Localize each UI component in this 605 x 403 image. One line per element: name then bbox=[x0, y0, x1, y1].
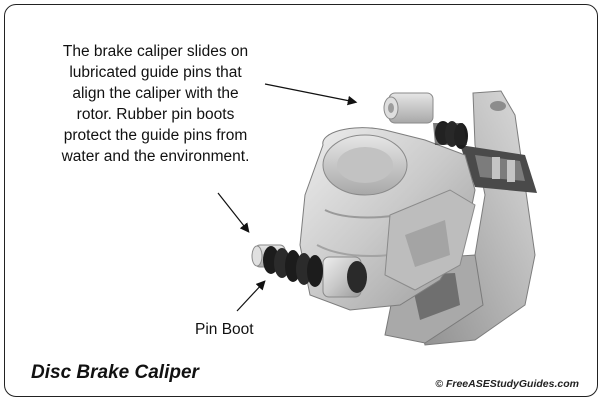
caption-line: align the caliper with the bbox=[72, 85, 239, 102]
diagram-frame: The brake caliper slides on lubricated g… bbox=[4, 4, 598, 397]
caption-text: The brake caliper slides on lubricated g… bbox=[33, 41, 278, 167]
caption-line: The brake caliper slides on bbox=[62, 43, 249, 60]
caption-line: lubricated guide pins that bbox=[69, 64, 242, 81]
lower-pin-boot bbox=[263, 246, 323, 287]
brake-caliper-illustration bbox=[217, 83, 537, 346]
caption-line: protect the guide pins from bbox=[63, 127, 248, 144]
callout-arrow-pin-boot bbox=[236, 280, 266, 312]
brake-pad-area bbox=[460, 145, 537, 193]
callout-arrow-upper-pin bbox=[264, 83, 358, 106]
diagram-title: Disc Brake Caliper bbox=[31, 362, 199, 383]
caption-line: rotor. Rubber pin boots bbox=[76, 106, 235, 123]
upper-pin-boot bbox=[433, 121, 468, 149]
caption-line: water and the environment. bbox=[61, 148, 250, 165]
callout-arrow-lower-pin bbox=[217, 192, 250, 233]
pin-boot-label: Pin Boot bbox=[195, 321, 254, 338]
upper-guide-pin bbox=[383, 92, 434, 124]
copyright-credit: © FreeASEStudyGuides.com bbox=[435, 378, 579, 390]
